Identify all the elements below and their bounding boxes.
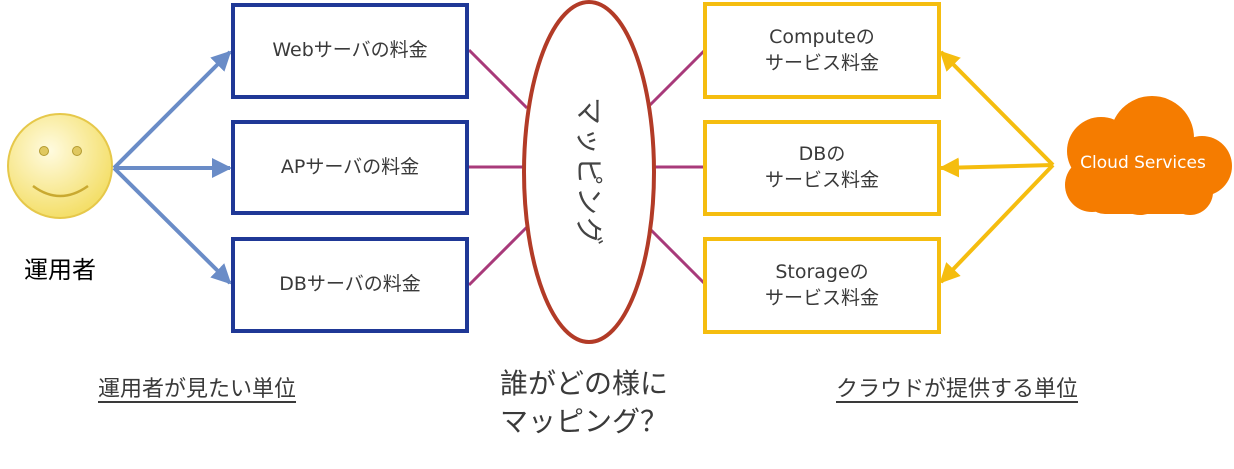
arrow-to-web-box xyxy=(112,50,232,170)
compute-service-cost-box: Computeの サービス料金 xyxy=(703,2,941,99)
mapping-ellipse xyxy=(522,0,656,344)
arrow-to-storage-box xyxy=(939,163,1055,284)
connector-left-1 xyxy=(467,48,529,110)
storage-service-cost-box: Storageの サービス料金 xyxy=(703,237,941,334)
operator-label: 運用者 xyxy=(24,256,96,284)
connector-right-1 xyxy=(648,48,707,107)
db-service-cost-box: DBの サービス料金 xyxy=(703,120,941,216)
connector-left-3 xyxy=(467,225,529,287)
arrow-to-db-service-box xyxy=(939,157,1054,178)
mapping-label: マッピング xyxy=(573,97,606,247)
cloud-label: Cloud Services xyxy=(1080,153,1206,173)
cloud-icon xyxy=(1065,96,1232,215)
ap-server-cost-box: APサーバの料金 xyxy=(231,120,469,215)
caption-cloud-units: クラウドが提供する単位 xyxy=(836,377,1079,402)
caption-operator-units: 運用者が見たい単位 xyxy=(98,377,297,402)
caption-mapping-question: 誰がどの様に マッピング？ xyxy=(500,367,669,438)
arrow-to-db-box xyxy=(112,166,232,285)
web-server-cost-box: Webサーバの料金 xyxy=(231,3,469,99)
connector-right-3 xyxy=(648,227,707,286)
db-server-cost-box: DBサーバの料金 xyxy=(231,237,469,333)
smiley-face-icon xyxy=(7,113,113,219)
arrow-to-compute-box xyxy=(939,50,1055,167)
